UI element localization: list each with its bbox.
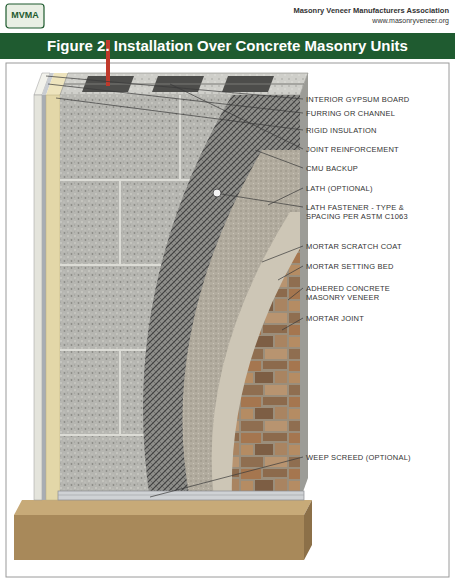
callout-label: MORTAR SCRATCH COAT: [306, 242, 446, 251]
callout-label: ADHERED CONCRETE MASONRY VENEER: [306, 284, 428, 302]
furring-channel: [42, 95, 46, 500]
callout-label: MORTAR SETTING BED: [306, 262, 446, 271]
callout-label: LATH (OPTIONAL): [306, 184, 446, 193]
logo-badge: [6, 4, 44, 28]
leader-lines: [46, 76, 303, 497]
logo-text: MVMA: [6, 10, 44, 21]
weep-screed: [58, 491, 304, 500]
org-name: Masonry Veneer Manufacturers Association: [200, 6, 449, 15]
cmu-top: [60, 73, 308, 95]
callout-label: INTERIOR GYPSUM BOARD: [306, 95, 446, 104]
callout-label: CMU BACKUP: [306, 164, 446, 173]
figure-title: Figure 2. Installation Over Concrete Mas…: [0, 33, 455, 59]
stone-veneer: [232, 245, 300, 500]
lath-fastener: [213, 189, 221, 197]
footing-side: [304, 500, 312, 560]
callout-label: FURRING OR CHANNEL: [306, 109, 446, 118]
callout-label: JOINT REINFORCEMENT: [306, 145, 446, 154]
footing-top: [14, 500, 312, 515]
title-band: [0, 33, 455, 59]
joint-reinforcement: [64, 84, 304, 85]
gypsum-board: [34, 95, 42, 500]
org-url: www.masonryveneer.org: [200, 17, 449, 25]
callout-label: WEEP SCREED (OPTIONAL): [306, 453, 446, 462]
rigid-insulation: [46, 95, 60, 500]
callout-label: RIGID INSULATION: [306, 126, 446, 135]
callout-label: LATH FASTENER - TYPE & SPACING PER ASTM …: [306, 203, 421, 221]
callout-label: MORTAR JOINT: [306, 314, 446, 323]
figure-frame: [6, 63, 449, 577]
footing-front: [14, 515, 304, 560]
